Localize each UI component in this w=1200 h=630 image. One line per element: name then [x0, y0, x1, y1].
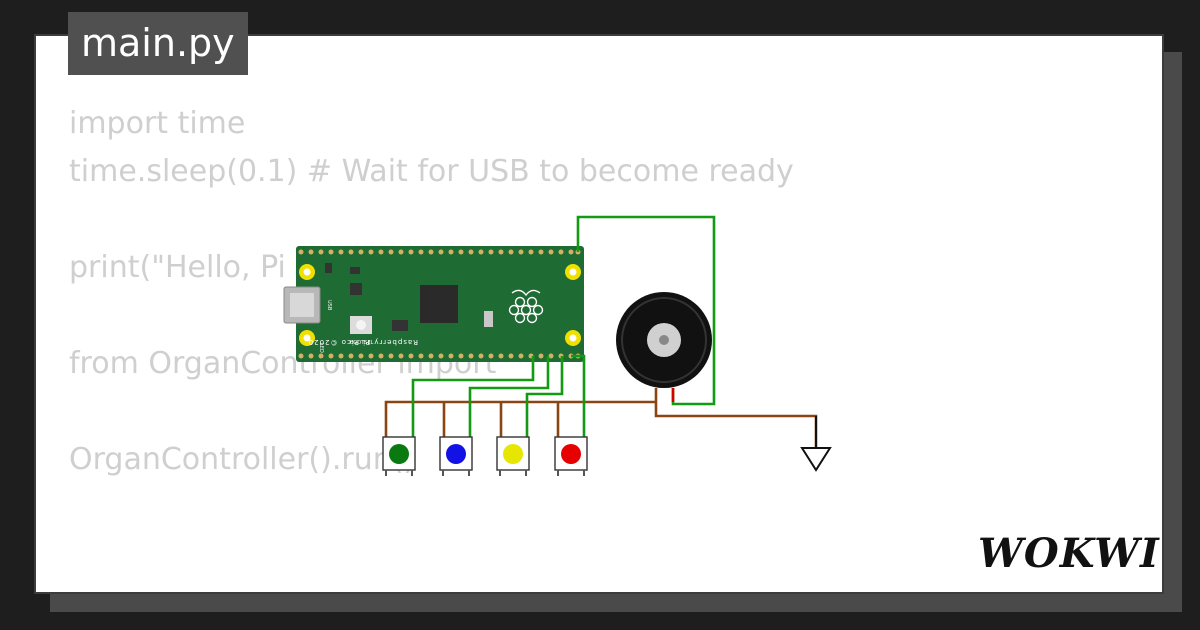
pico-board[interactable]: USB LED BOOTSEL Raspberry Pi Pico ©2020 [283, 246, 584, 362]
svg-text:WOKWI: WOKWI [978, 530, 1160, 577]
code-line: time.sleep(0.1) # Wait for USB to become… [69, 154, 794, 189]
pushbutton-green[interactable] [382, 436, 416, 476]
usb-label: USB [326, 300, 332, 311]
pushbutton-blue[interactable] [439, 436, 473, 476]
wire-ground-bus [384, 400, 656, 448]
raspberry-logo-icon [508, 289, 544, 324]
wire-button-yellow [525, 356, 564, 448]
wire-button-red [571, 354, 586, 448]
led-label: LED [318, 343, 324, 353]
wire-button-blue [468, 356, 550, 448]
code-line: import time [69, 106, 246, 141]
wire-button-green [411, 356, 535, 448]
file-tab[interactable]: main.py [68, 12, 248, 75]
code-line: OrganController().run() [69, 442, 416, 477]
wire-ground-main [654, 388, 818, 448]
bootsel-label: BOOTSEL [350, 340, 374, 346]
wokwi-logo: WOKWI [978, 530, 1160, 577]
button-cap [389, 444, 409, 464]
buzzer[interactable] [616, 292, 712, 388]
pushbutton-red[interactable] [554, 436, 588, 476]
ground-symbol-icon [800, 416, 832, 472]
board-name-label: Raspberry Pi Pico ©2020 [308, 338, 418, 346]
pushbutton-yellow[interactable] [496, 436, 530, 476]
preview-card [34, 34, 1164, 594]
